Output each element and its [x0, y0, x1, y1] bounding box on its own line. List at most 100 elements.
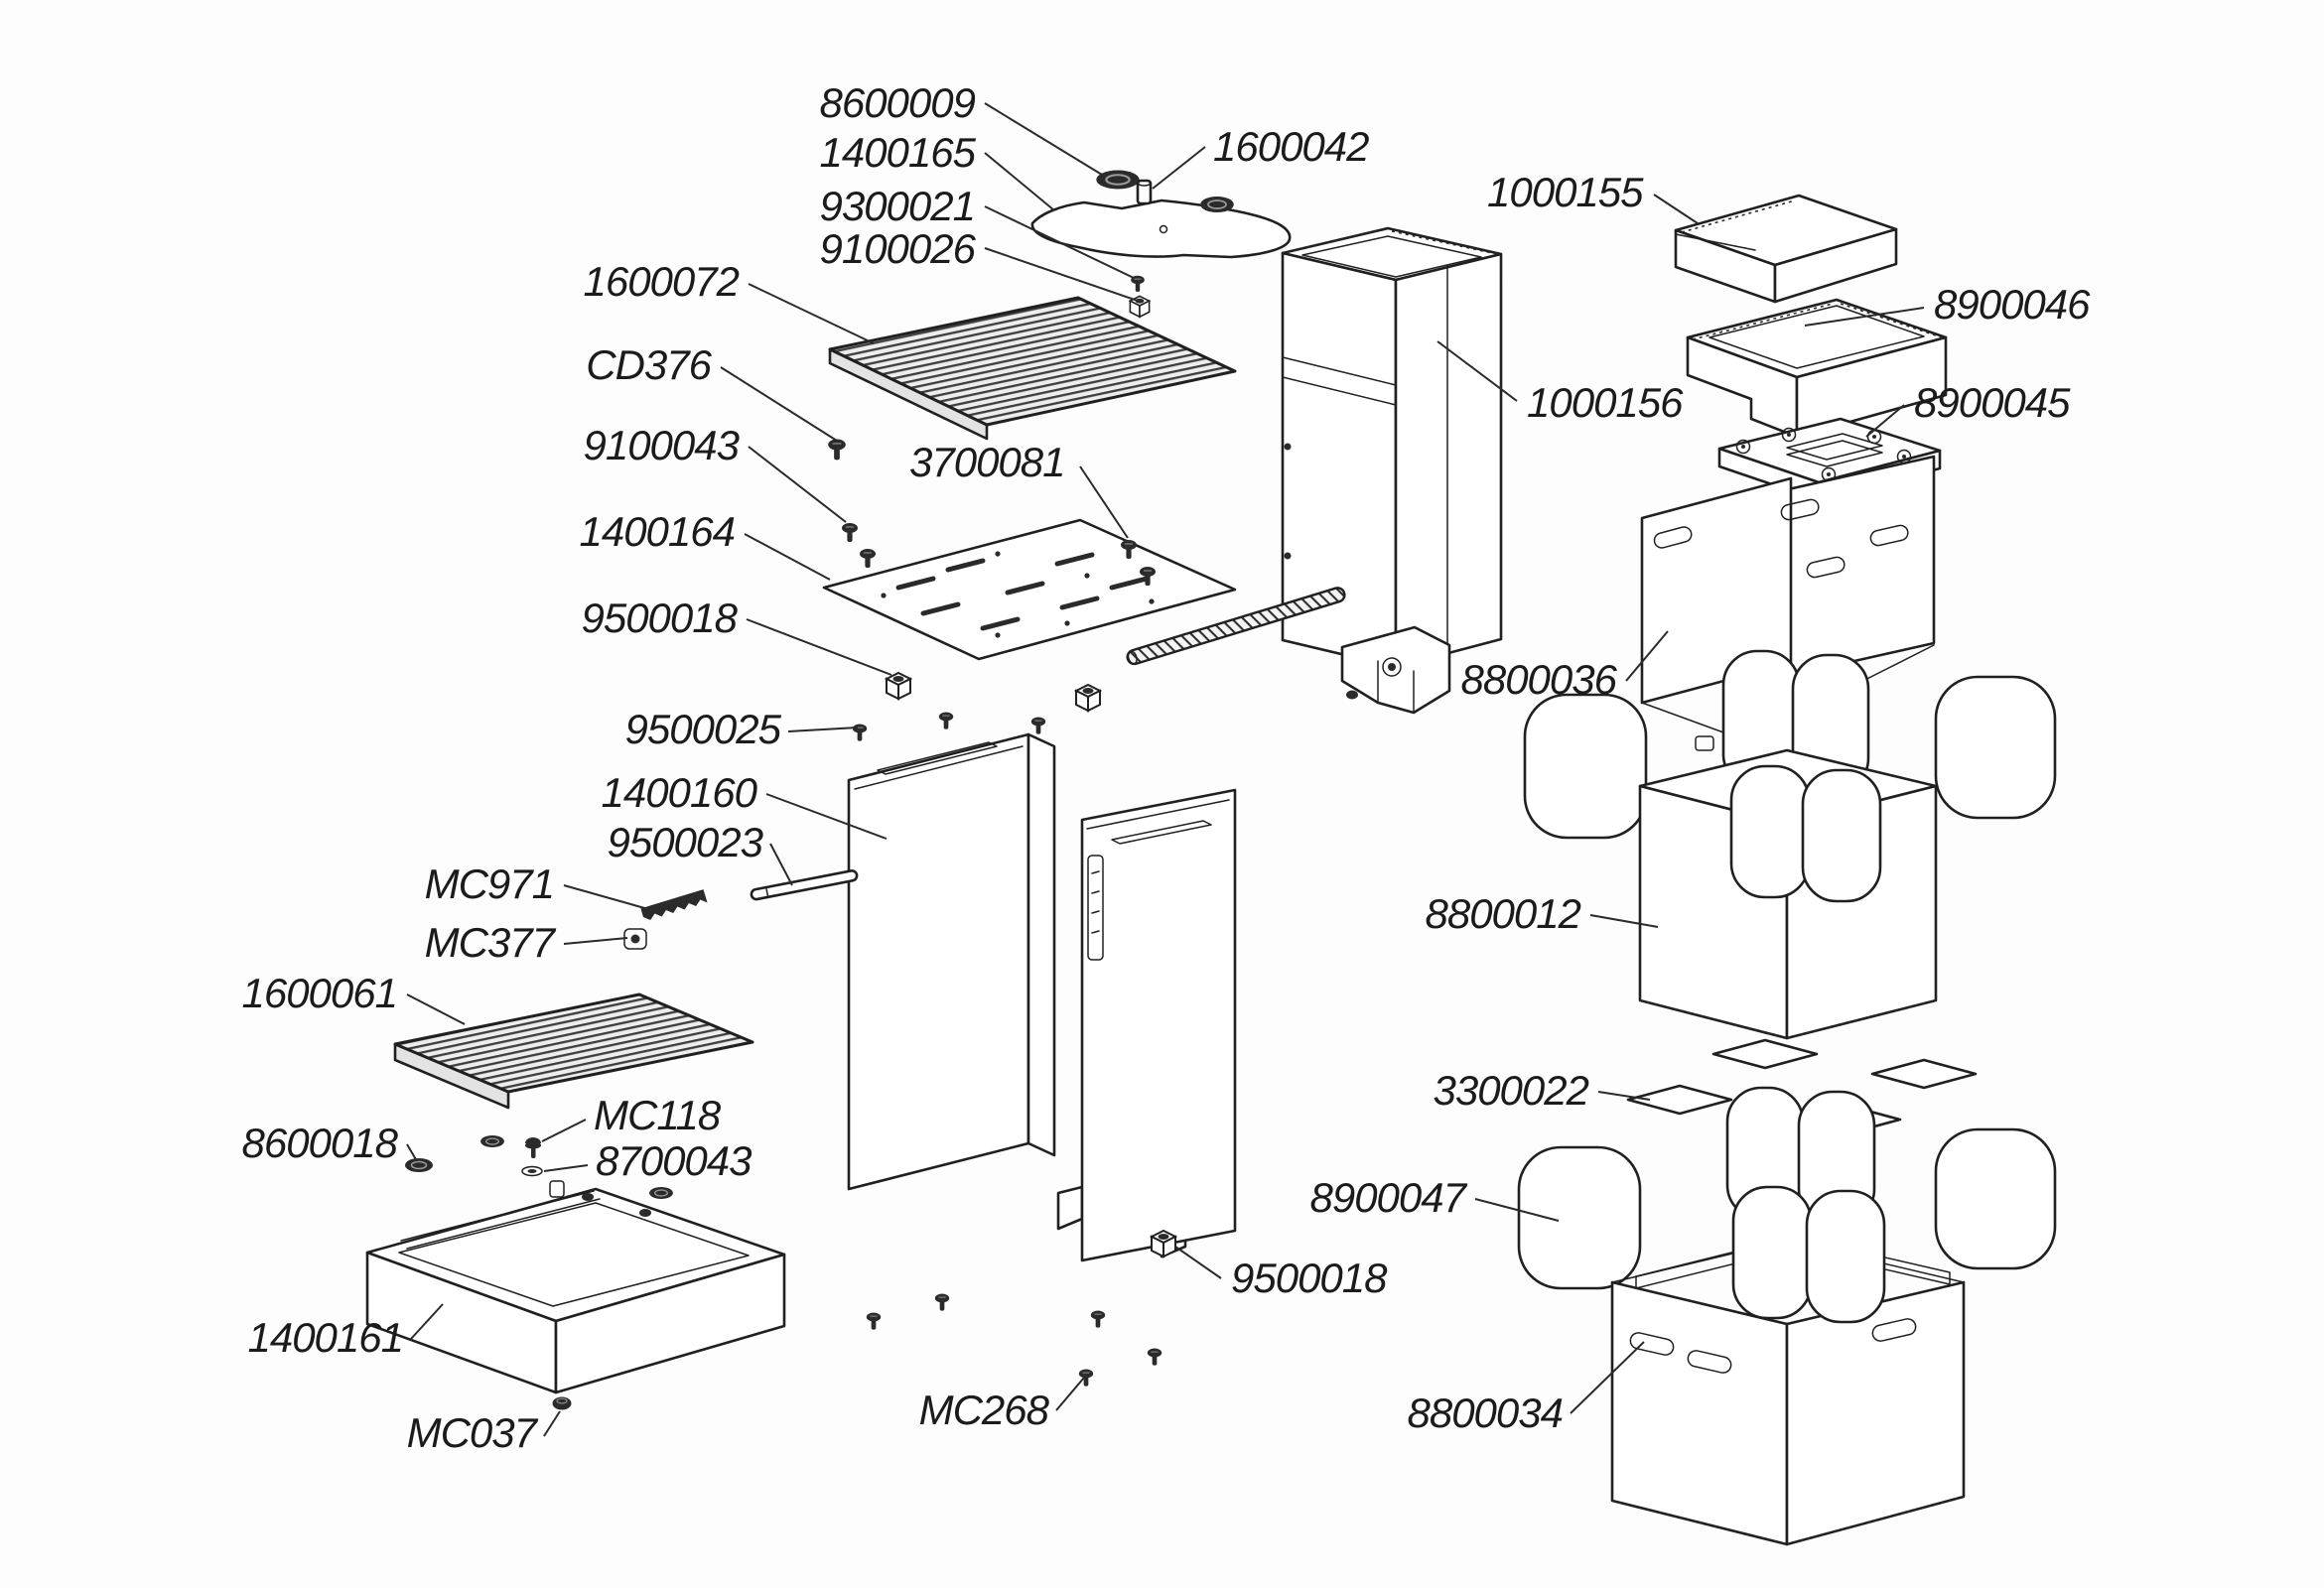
gasket-8600009-a: [1095, 169, 1141, 191]
leader-1600072: [748, 283, 875, 344]
nut-9500018-c: [1151, 1230, 1176, 1257]
label-1400165: 1400165: [819, 129, 976, 176]
leader-8700043: [543, 1164, 589, 1172]
screw-9500025-a: [852, 723, 868, 742]
strip-mc971: [640, 889, 708, 921]
tray-8900046: [1686, 298, 1948, 439]
leader-mc377: [563, 937, 628, 945]
screw-9100043-a: [841, 522, 859, 543]
box-8800034: [1610, 1240, 1966, 1546]
leader-9500025: [787, 727, 859, 732]
label-mc268: MC268: [919, 1387, 1050, 1433]
label-1400160: 1400160: [601, 769, 757, 816]
foam-8900047-front: [1731, 1185, 1886, 1324]
leader-9100026: [984, 247, 1139, 302]
part-labels: 8600009 1400165 9300021 9100026 1600042 …: [241, 79, 2092, 1456]
threaded-rod: [1126, 587, 1346, 666]
leader-9300021: [984, 205, 1135, 279]
label-9100043: 9100043: [583, 422, 739, 468]
label-3300022: 3300022: [1433, 1067, 1588, 1114]
label-9100026: 9100026: [819, 225, 976, 272]
label-mc037: MC037: [407, 1409, 539, 1456]
screw-9500025-c: [1030, 716, 1046, 735]
screw-mc268-d: [1147, 1347, 1162, 1367]
label-9300021: 9300021: [819, 183, 975, 229]
grommet-8600018-b: [479, 1134, 505, 1148]
grille-1600061: [393, 992, 754, 1110]
grommet-8600018: [404, 1157, 434, 1173]
label-8900046: 8900046: [1934, 281, 2091, 328]
label-8600018: 8600018: [241, 1120, 398, 1166]
bracket-8800036: [1640, 455, 1936, 741]
pin-9500023: [750, 869, 859, 901]
leader-8800012: [1589, 914, 1659, 928]
label-mc971: MC971: [425, 860, 554, 907]
leader-mc971: [563, 884, 656, 912]
clip-mc377: [623, 928, 647, 950]
leader-mc118: [541, 1119, 587, 1142]
leader-1600042: [1152, 146, 1206, 190]
label-1400164: 1400164: [579, 508, 735, 555]
leader-8600018: [406, 1143, 418, 1162]
leader-8900045: [1865, 404, 1905, 438]
leader-9100043: [748, 446, 847, 523]
label-9500023: 9500023: [607, 819, 762, 865]
label-8800012: 8800012: [1425, 890, 1580, 937]
motor-bracket: [1340, 625, 1451, 715]
label-1000156: 1000156: [1527, 379, 1684, 426]
label-9500018b: 9500018: [1231, 1255, 1388, 1301]
label-8700043: 8700043: [596, 1137, 752, 1184]
screw-mc268-e: [1078, 1368, 1094, 1388]
cover-1000155: [1674, 194, 1898, 304]
label-3700081: 3700081: [909, 439, 1065, 485]
leader-1000155: [1653, 194, 1699, 224]
leader-1000156: [1436, 340, 1518, 402]
grommet-8600018-c: [648, 1186, 674, 1200]
leader-8800036: [1625, 630, 1669, 682]
washer-8700043: [521, 1165, 543, 1177]
leader-1400160: [765, 793, 888, 840]
leader-3700081: [1079, 465, 1129, 539]
grille-1600072: [828, 296, 1237, 441]
leader-9500018a: [746, 618, 892, 676]
leader-8900047: [1474, 1198, 1560, 1222]
leader-8900046: [1804, 307, 1925, 327]
leader-9500018b: [1174, 1246, 1222, 1279]
label-1000155: 1000155: [1487, 169, 1644, 215]
screw-mc268-c: [1090, 1309, 1106, 1329]
nut-mc037: [552, 1396, 572, 1410]
tray-1400161: [365, 1180, 786, 1394]
leader-3300022: [1597, 1091, 1651, 1101]
spacer-1600042: [1136, 179, 1153, 205]
leader-mc037: [543, 1410, 561, 1437]
leader-1400165: [984, 152, 1055, 211]
label-mc118: MC118: [594, 1092, 722, 1138]
label-9500025: 9500025: [624, 706, 781, 752]
nut-9500018-b: [1075, 684, 1101, 712]
label-1600072: 1600072: [583, 258, 739, 305]
leader-1400164: [744, 533, 831, 581]
u-channel-1400160: [847, 732, 1237, 1262]
push-pin-mc118: [525, 1137, 541, 1158]
leader-9500023: [769, 843, 793, 886]
screw-9500025-b: [938, 711, 954, 730]
label-1400161: 1400161: [247, 1314, 403, 1361]
screw-9100043-b: [859, 548, 877, 569]
label-1600042: 1600042: [1213, 123, 1369, 170]
label-1600061: 1600061: [241, 970, 397, 1016]
label-8900045: 8900045: [1914, 379, 2071, 426]
label-8800036: 8800036: [1460, 656, 1617, 703]
foam-assembly-8800012: [1523, 649, 2057, 1040]
screw-mc268-b: [866, 1311, 882, 1331]
leader-cd376: [720, 366, 838, 442]
label-mc377: MC377: [425, 919, 557, 966]
leader-8800034: [1570, 1341, 1645, 1414]
foam-8900047: [1517, 1086, 2057, 1290]
gasket-8600009-b: [1199, 196, 1235, 213]
enclosure-1000156: [1281, 226, 1503, 669]
label-8800034: 8800034: [1407, 1390, 1563, 1436]
leader-lines: [406, 102, 1925, 1437]
leader-8600009: [984, 102, 1103, 176]
